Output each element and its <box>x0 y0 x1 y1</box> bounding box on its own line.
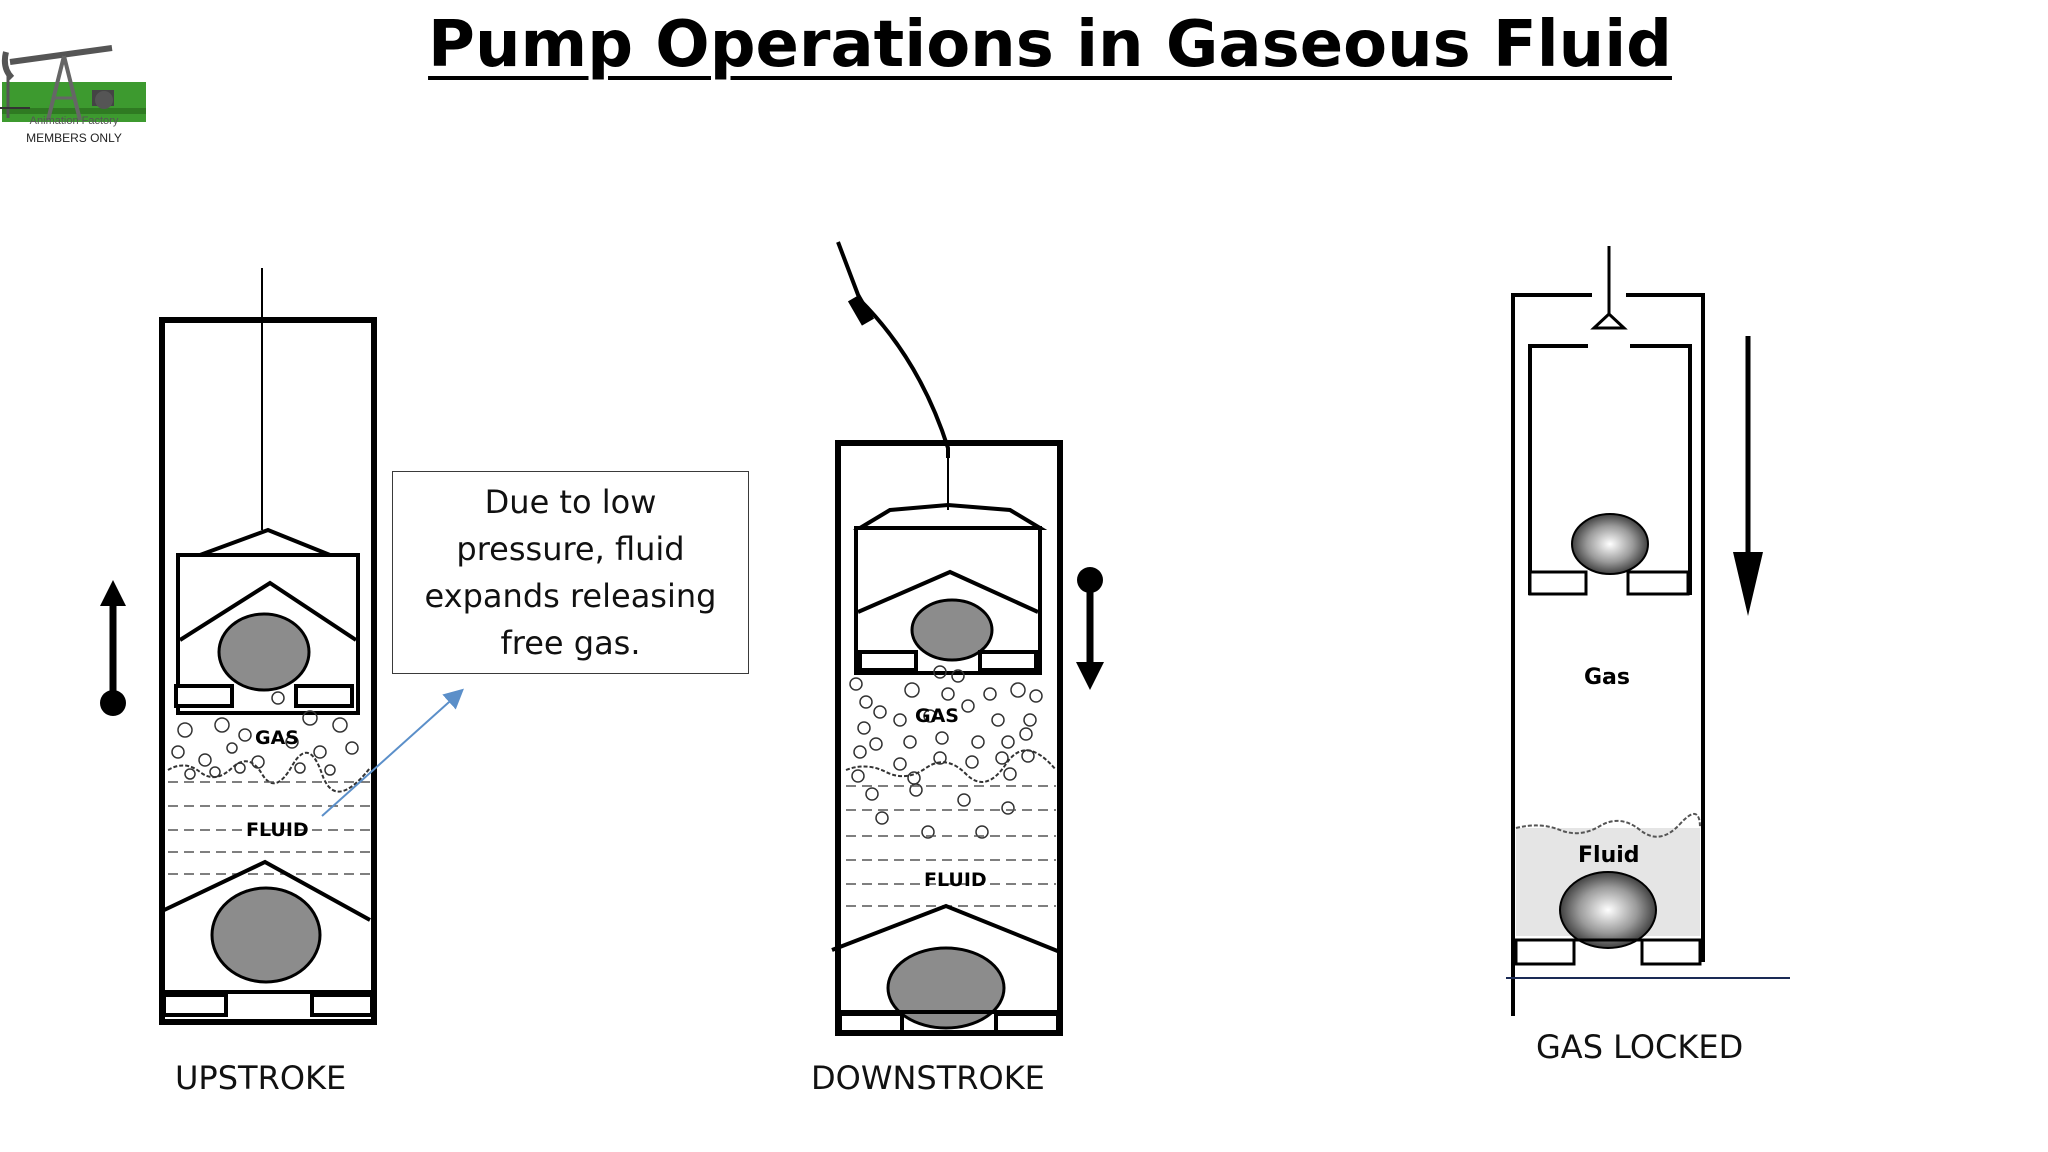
logo-text-line1: Animation Factory <box>29 115 119 127</box>
upstroke-standing-valve <box>159 859 374 1017</box>
downstroke-pump: GAS FLUID <box>831 241 1104 1036</box>
gas-locked-traveling-valve-ball <box>1571 513 1649 575</box>
down-arrow-icon <box>1076 567 1104 690</box>
gas-locked-gas-label: Gas <box>1584 665 1630 690</box>
upstroke-fluid-lines <box>168 781 370 875</box>
upstroke-caption: UPSTROKE <box>175 1059 347 1097</box>
pumpjack-logo-icon <box>0 45 146 122</box>
downstroke-fluid-label: FLUID <box>924 869 987 891</box>
downstroke-caption: DOWNSTROKE <box>811 1059 1045 1097</box>
downstroke-gas-bubbles <box>849 665 1043 839</box>
callout-box: Due to low pressure, fluid expands relea… <box>392 471 749 674</box>
upstroke-pump: GAS FLUID <box>100 268 377 1025</box>
gas-locked-down-arrow-icon <box>1733 336 1763 616</box>
upstroke-traveling-valve-ball <box>217 612 311 692</box>
upstroke-fluid-label: FLUID <box>246 819 309 841</box>
callout-line-4: free gas. <box>500 623 641 662</box>
callout-pointer-line <box>321 688 464 817</box>
upstroke-gas-bubbles <box>171 691 359 780</box>
page-title: Pump Operations in Gaseous Fluid <box>428 8 1672 82</box>
logo-text-line2: MEMBERS ONLY <box>26 131 122 145</box>
downstroke-standing-valve-ball <box>886 946 1006 1030</box>
downstroke-gas-label: GAS <box>915 705 959 727</box>
upstroke-gas-label: GAS <box>255 727 299 749</box>
up-arrow-icon <box>100 580 126 716</box>
downstroke-standing-valve <box>831 903 1061 1034</box>
gas-locked-fluid-label: Fluid <box>1578 843 1640 868</box>
gas-locked-pump: Gas Fluid <box>1506 246 1790 1016</box>
downstroke-traveling-valve-ball <box>910 598 994 662</box>
callout-line-3: expands releasing <box>424 576 717 615</box>
callout-line-1: Due to low <box>484 482 657 521</box>
gas-locked-standing-valve-ball <box>1559 871 1657 949</box>
gas-locked-caption: GAS LOCKED <box>1536 1028 1744 1066</box>
downstroke-plunger <box>852 502 1048 675</box>
upstroke-plunger <box>174 527 360 715</box>
callout-line-2: pressure, fluid <box>456 529 685 568</box>
upstroke-standing-valve-ball <box>210 886 322 984</box>
